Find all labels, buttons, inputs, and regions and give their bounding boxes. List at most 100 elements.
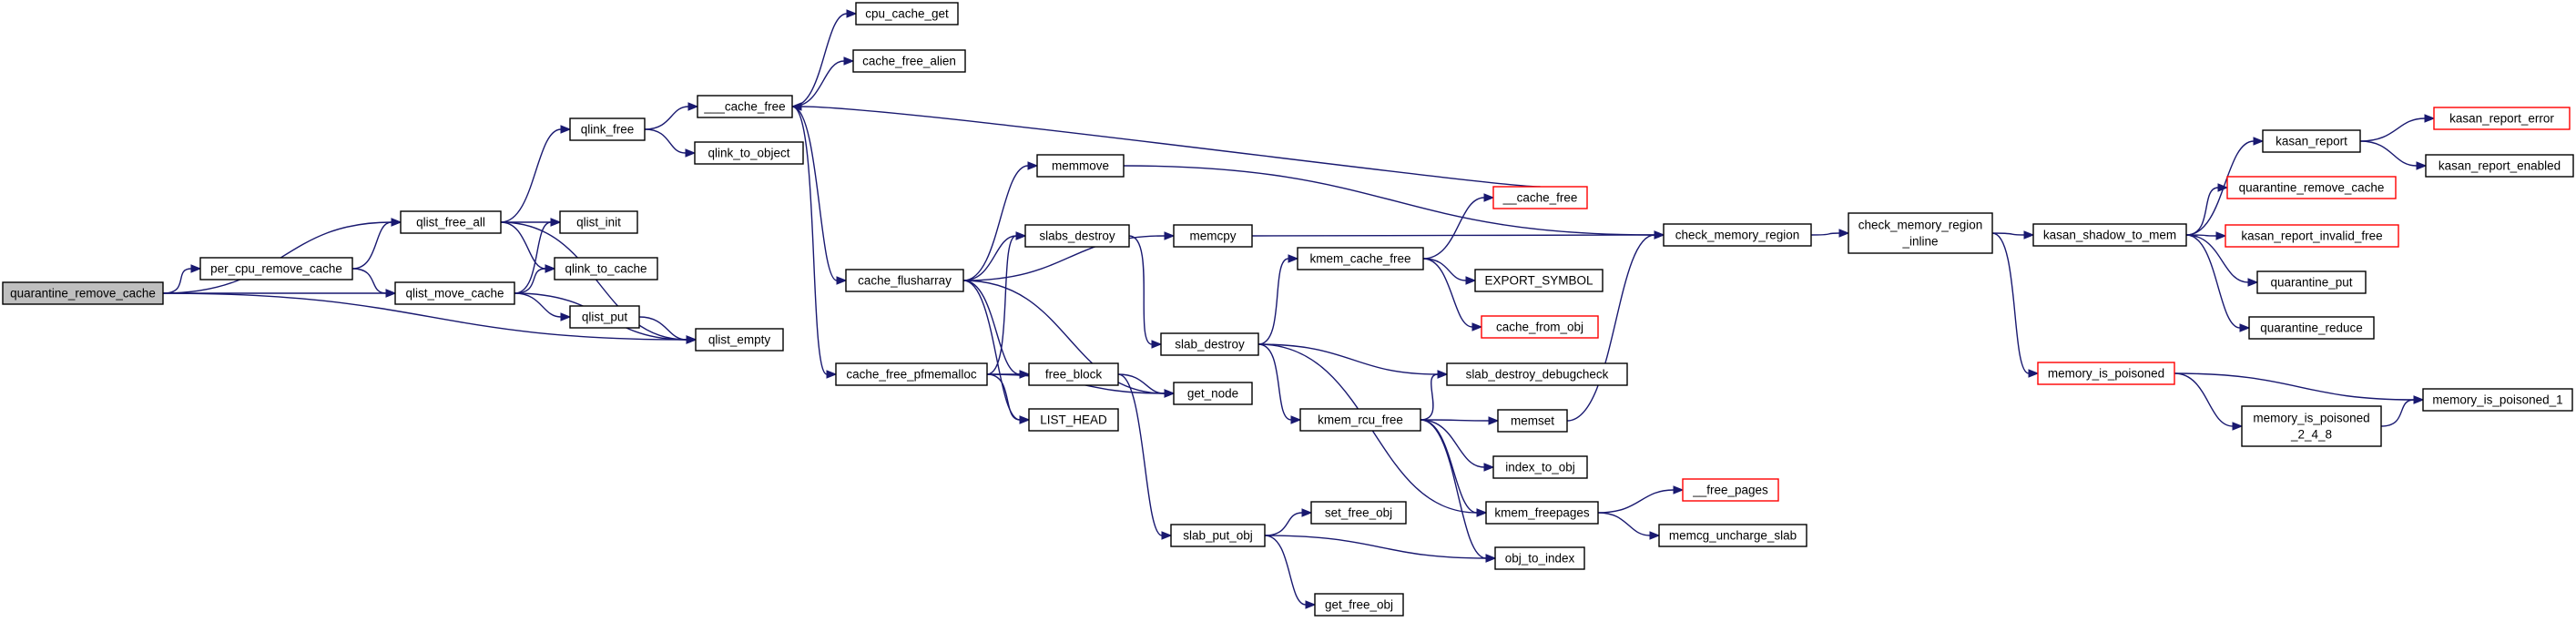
edge-line [962, 235, 1166, 281]
node-label: memory_is_poisoned [2048, 367, 2164, 381]
node-quarantine-remove-cache-2[interactable]: quarantine_remove_cache [2226, 176, 2397, 199]
node-qlist-init[interactable]: qlist_init [559, 210, 638, 234]
edge-arrowhead [1161, 531, 1173, 540]
node-cache-from-obj[interactable]: cache_from_obj [1481, 315, 1599, 339]
node-index-to-obj[interactable]: index_to_obj [1492, 455, 1588, 479]
node-label: quarantine_reduce [2260, 321, 2363, 335]
node-kasan-report-enabled[interactable]: kasan_report_enabled [2425, 154, 2574, 178]
edge-line [1420, 419, 1490, 422]
node-box [1497, 409, 1568, 433]
node-label: cache_free_alien [862, 55, 956, 68]
node-qlist-free-all[interactable]: qlist_free_all [400, 210, 502, 234]
edge-kmem-freepages-to-free-pages [1597, 485, 1685, 514]
node-cache-free-alien[interactable]: cache_free_alien [852, 49, 966, 73]
node-kasan-report-error[interactable]: kasan_report_error [2433, 107, 2571, 130]
node-box [1160, 332, 1259, 356]
edge-arrowhead [1027, 161, 1039, 170]
node-qlist-move-cache[interactable]: qlist_move_cache [394, 281, 515, 305]
edge-kmem-rcu-free-to-slab-destroy-debugcheck [1420, 370, 1449, 421]
node-label: qlist_init [576, 216, 621, 229]
edge-arrowhead [1838, 229, 1850, 238]
node-list-head[interactable]: LIST_HEAD [1028, 408, 1119, 432]
node-qlist-empty[interactable]: qlist_empty [695, 328, 784, 352]
edge-cache-free-to-cache-free [790, 102, 1541, 188]
node-box [2226, 176, 2397, 199]
node-get-free-obj[interactable]: get_free_obj [1314, 593, 1404, 617]
edge-line [500, 221, 687, 341]
node-qlink-to-object[interactable]: qlink_to_object [694, 141, 804, 165]
node-label: qlist_move_cache [405, 287, 504, 301]
edge-line [1128, 235, 1153, 345]
edge-kasan-shadow-to-mem-to-quarantine-reduce [2185, 234, 2251, 332]
node-label: LIST_HEAD [1040, 413, 1107, 427]
edge-quarantine-remove-cache-to-qlist-free-all [162, 218, 402, 294]
node-get-node[interactable]: get_node [1173, 382, 1253, 405]
node-kmem-cache-free[interactable]: kmem_cache_free [1297, 247, 1424, 270]
node-memcpy[interactable]: memcpy [1173, 224, 1253, 248]
node-label: quarantine_remove_cache [10, 287, 156, 301]
node-kmem-freepages[interactable]: kmem_freepages [1485, 501, 1599, 525]
node-cache-free[interactable]: __cache_free [1492, 186, 1588, 209]
edge-line [500, 221, 546, 270]
edge-line [1257, 343, 1292, 421]
node-free-pages[interactable]: __free_pages [1682, 478, 1779, 502]
node-memory-is-poisoned[interactable]: memory_is_poisoned [2037, 362, 2175, 385]
node-label: cache_from_obj [1496, 321, 1583, 334]
edge-arrowhead [2247, 278, 2259, 287]
node-memory-is-poisoned-2-4-8[interactable]: memory_is_poisoned_2_4_8 [2241, 405, 2382, 447]
node-qlink-free[interactable]: qlink_free [569, 117, 646, 141]
edge-arrowhead [545, 264, 556, 273]
edge-arrowhead [560, 125, 572, 134]
edge-arrowhead [391, 218, 402, 227]
node-slabs-destroy[interactable]: slabs_destroy [1024, 224, 1130, 248]
node-slab-destroy-debugcheck[interactable]: slab_destroy_debugcheck [1446, 362, 1628, 386]
node-qlink-to-cache[interactable]: qlink_to_cache [554, 257, 658, 280]
node-box [1299, 408, 1421, 432]
node-cache-free[interactable]: ___cache_free [697, 95, 793, 118]
node-quarantine-remove-cache[interactable]: quarantine_remove_cache [2, 281, 164, 305]
node-slab-put-obj[interactable]: slab_put_obj [1170, 524, 1266, 547]
node-label: kasan_report_error [2449, 112, 2554, 126]
edge-line [351, 268, 387, 294]
node-label: cache_flusharray [858, 274, 952, 288]
node-box [2225, 224, 2399, 248]
node-cache-free-pfmemalloc[interactable]: cache_free_pfmemalloc [835, 362, 988, 386]
node-memcg-uncharge-slab[interactable]: memcg_uncharge_slab [1658, 524, 1807, 547]
edge-line [962, 280, 1021, 421]
node-per-cpu-remove-cache[interactable]: per_cpu_remove_cache [199, 257, 353, 280]
node-memset[interactable]: memset [1497, 409, 1568, 433]
node-box [400, 210, 502, 234]
edge-kasan-report-to-kasan-report-enabled [2359, 140, 2428, 170]
node-kasan-shadow-to-mem[interactable]: kasan_shadow_to_mem [2032, 223, 2187, 247]
node-kasan-report[interactable]: kasan_report [2262, 129, 2361, 153]
node-label: qlist_empty [708, 333, 771, 347]
node-quarantine-reduce[interactable]: quarantine_reduce [2248, 316, 2375, 340]
node-slab-destroy[interactable]: slab_destroy [1160, 332, 1259, 356]
edge-free-block-to-slab-put-obj [1117, 373, 1173, 540]
node-check-memory-region-inline[interactable]: check_memory_region_inline [1848, 212, 1993, 254]
node-qlist-put[interactable]: qlist_put [569, 305, 640, 329]
node-memory-is-poisoned-1[interactable]: memory_is_poisoned_1 [2422, 388, 2573, 412]
node-kasan-report-invalid-free[interactable]: kasan_report_invalid_free [2225, 224, 2399, 248]
edge-arrowhead [1483, 463, 1495, 472]
edge-arrowhead [1485, 554, 1497, 563]
edge-line [1810, 232, 1840, 236]
node-memmove[interactable]: memmove [1036, 154, 1125, 178]
edge-line [2185, 234, 2241, 329]
node-label: index_to_obj [1505, 461, 1575, 474]
node-set-free-obj[interactable]: set_free_obj [1310, 501, 1407, 525]
edge-memory-is-poisoned-to-memory-is-poisoned-1 [2174, 372, 2425, 404]
node-export-symbol[interactable]: EXPORT_SYMBOL [1474, 269, 1604, 292]
node-quarantine-put[interactable]: quarantine_put [2256, 270, 2367, 294]
node-cache-flusharray[interactable]: cache_flusharray [845, 269, 964, 292]
node-box [1682, 478, 1779, 502]
node-check-memory-region[interactable]: check_memory_region [1663, 223, 1812, 247]
node-free-block[interactable]: free_block [1028, 362, 1119, 386]
node-cpu-cache-get[interactable]: cpu_cache_get [855, 2, 959, 25]
edge-memory-is-poisoned-2-4-8-to-memory-is-poisoned-1 [2380, 395, 2425, 427]
node-box [2, 281, 164, 305]
edge-kasan-report-to-kasan-report-error [2359, 114, 2436, 142]
edges-layer [162, 9, 2436, 609]
node-obj-to-index[interactable]: obj_to_index [1494, 546, 1585, 570]
node-kmem-rcu-free[interactable]: kmem_rcu_free [1299, 408, 1421, 432]
